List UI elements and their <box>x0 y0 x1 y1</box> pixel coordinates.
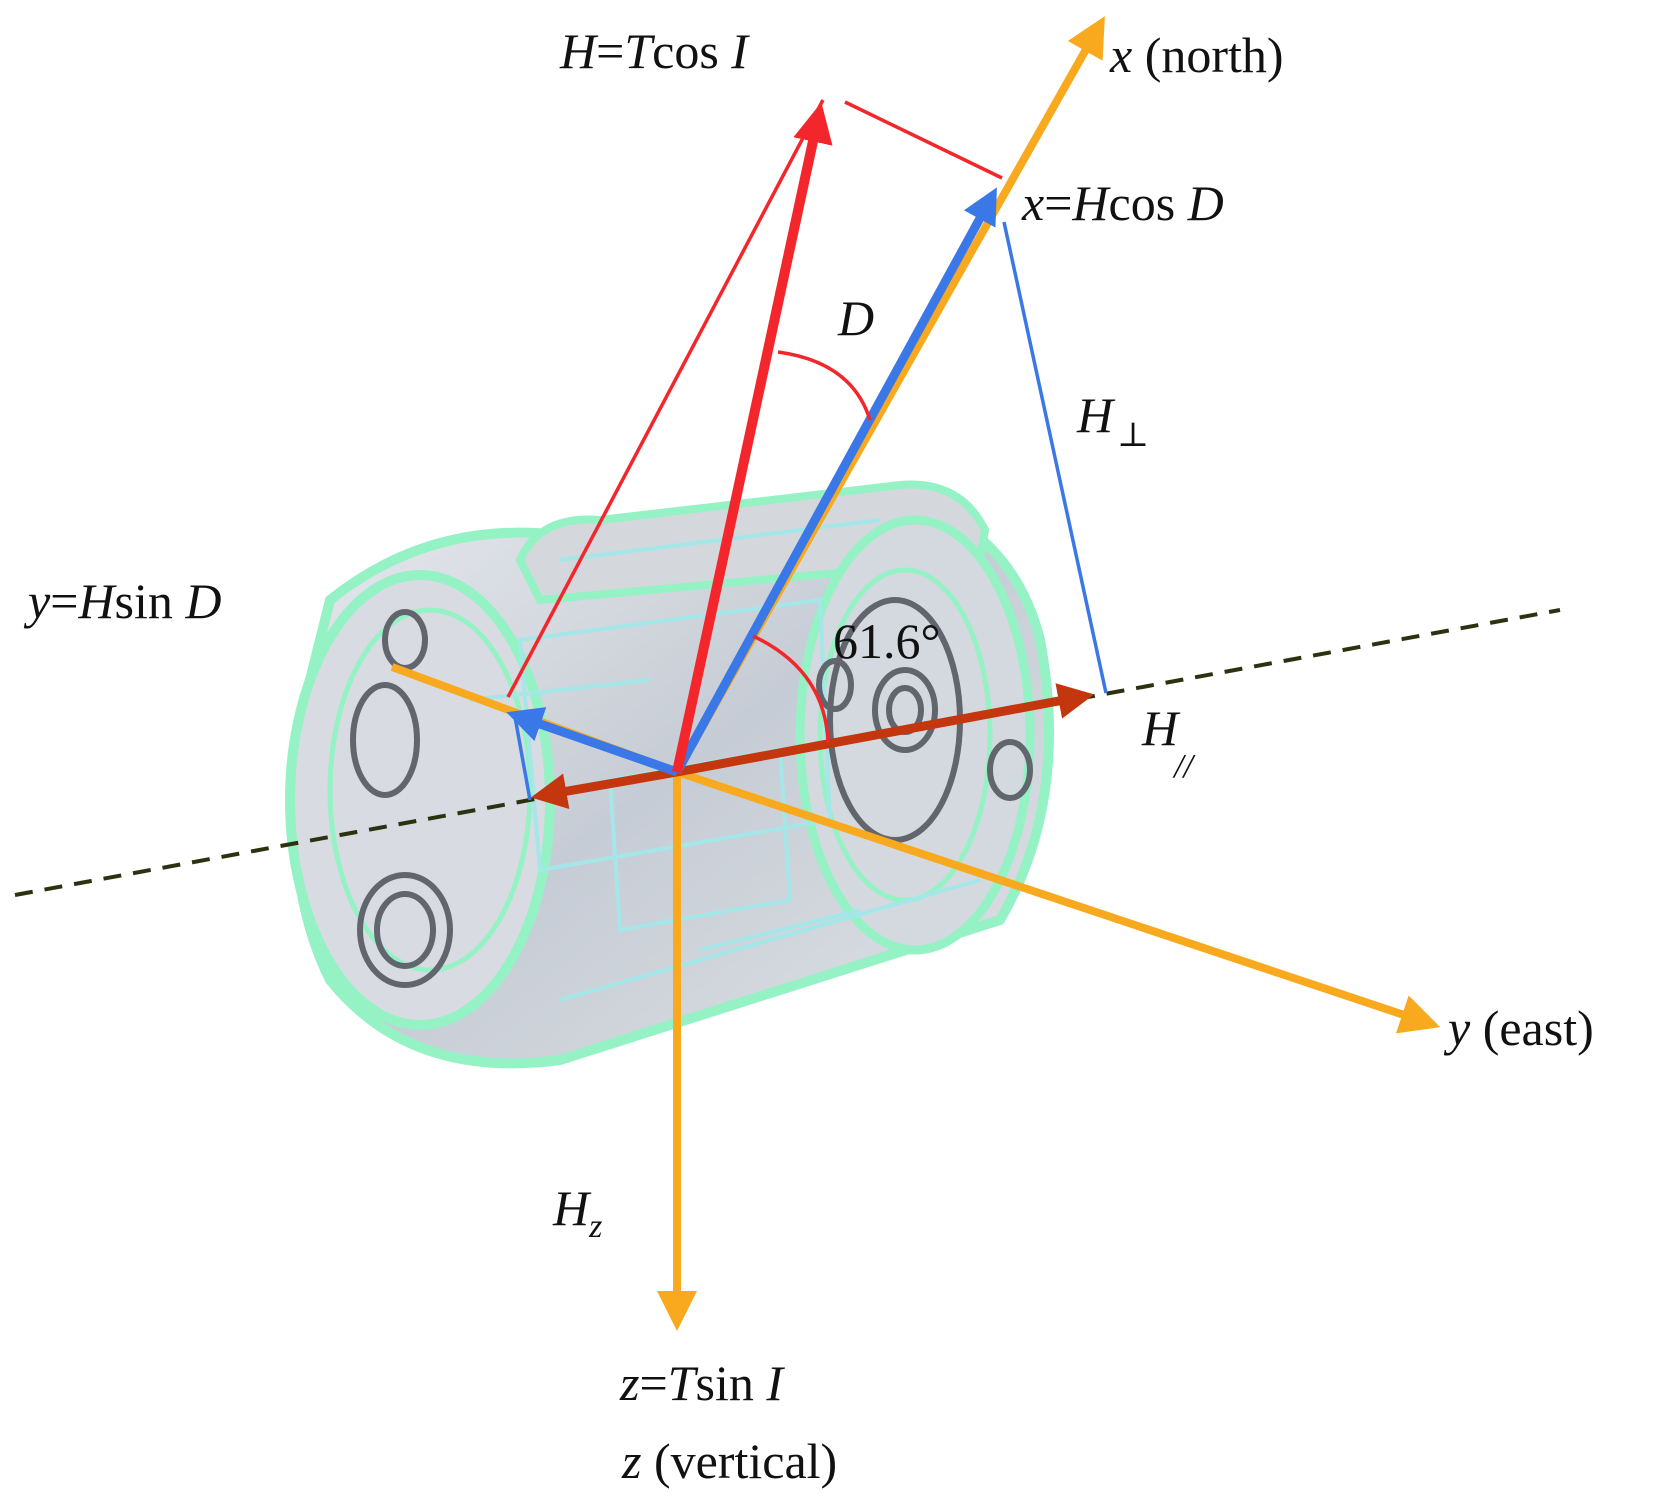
angle-61-arc <box>752 634 830 743</box>
right-end-cap <box>795 515 1035 955</box>
line-h-to-y-end <box>506 99 825 698</box>
h-parallel-arrows <box>530 683 1095 810</box>
blue-component-arrows <box>506 187 997 777</box>
h-par-arrow-left <box>530 767 678 810</box>
label-x-north: x (north) <box>1109 27 1284 83</box>
y-axis-arrow <box>675 768 1441 1034</box>
label-y-equals-hsind: y=Hsin D <box>23 573 221 629</box>
y-component-arrow <box>506 707 679 777</box>
label-z-vertical: z (vertical) <box>621 1433 837 1489</box>
construction-lines-red <box>506 99 1003 698</box>
left-end-inner-ring <box>327 607 533 973</box>
label-h-parallel: H// <box>1141 700 1197 785</box>
x-component-arrow <box>673 187 997 775</box>
label-angle-d: D <box>837 290 874 346</box>
angle-d-arc <box>777 350 872 421</box>
instrument-model <box>285 480 1054 1069</box>
gear-bottom-left <box>357 872 453 988</box>
label-angle-61-6: 61.6° <box>833 613 941 669</box>
label-h-z: Hz <box>552 1180 602 1245</box>
instrument-top-housing <box>515 480 990 605</box>
label-y-east: y (east) <box>1443 1000 1594 1056</box>
label-h-perp: H⊥ <box>1076 387 1149 454</box>
label-x-equals-hcosd: x=Hcos D <box>1021 175 1224 231</box>
gear-right-edge <box>987 739 1033 801</box>
label-h-equals-tcosi: H=Tcos I <box>559 23 750 79</box>
h-par-arrow-right <box>676 683 1095 777</box>
line-h-to-x-end <box>844 100 1003 180</box>
gear-right-upper <box>816 658 854 712</box>
gear-right-center <box>872 667 938 753</box>
gear-left-mid <box>350 682 420 798</box>
h-vector-arrow <box>672 102 833 774</box>
label-z-equals-tsini: z=Tsin I <box>619 1355 785 1411</box>
h-perp-line <box>1002 221 1108 694</box>
